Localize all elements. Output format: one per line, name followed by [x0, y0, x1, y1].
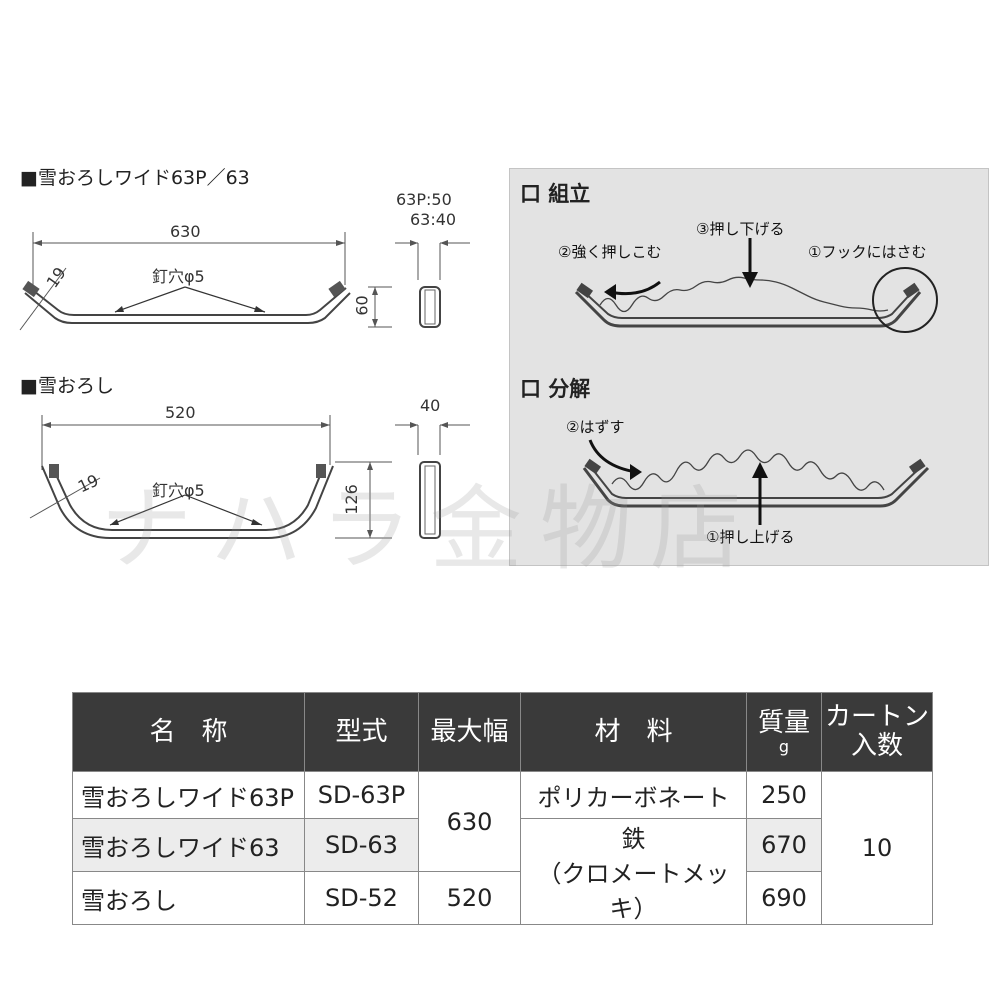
- disassemble-step-1: ①押し上げる: [706, 528, 795, 546]
- wide-side-top-label-2: 63:40: [410, 210, 457, 229]
- wide-section-title: ■雪おろしワイド63P／63: [20, 167, 250, 189]
- row3-name: 雪おろし: [72, 871, 305, 925]
- disassemble-step-2: ②はずす: [566, 418, 625, 436]
- spec-table: 名 称 型式 最大幅 材 料 質量 g カートン 入数 雪おろしワイド63P S…: [72, 692, 933, 925]
- material-iron-line2: （クロメートメッキ）: [537, 860, 730, 923]
- standard-nail-label: 釘穴φ5: [152, 481, 205, 500]
- row3-weight: 690: [746, 871, 822, 925]
- row2-weight: 670: [746, 818, 822, 872]
- row1-name: 雪おろしワイド63P: [72, 771, 305, 819]
- header-carton-line1: カートン: [824, 702, 929, 733]
- width-wide-cell: 630: [418, 771, 521, 872]
- material-poly-cell: ポリカーボネート: [520, 771, 747, 819]
- wide-width-label: 630: [170, 222, 201, 241]
- wide-nail-label: 釘穴φ5: [152, 267, 205, 286]
- table-row: 雪おろしワイド63P SD-63P 630 ポリカーボネート 250 10: [72, 771, 933, 925]
- row2-model: SD-63: [304, 818, 419, 872]
- header-weight-line1: 質量: [757, 707, 810, 738]
- header-weight-line2: g: [778, 736, 790, 756]
- row3-model: SD-52: [304, 871, 419, 925]
- header-max-width: 最大幅: [418, 692, 521, 772]
- material-iron-cell: 鉄 （クロメートメッキ）: [520, 818, 747, 925]
- shop-watermark: ナハラ金物店: [100, 476, 761, 583]
- standard-side-top-label: 40: [420, 396, 441, 415]
- assembly-panel: [509, 168, 989, 566]
- standard-width-label: 520: [165, 403, 196, 422]
- header-carton: カートン 入数: [821, 692, 933, 772]
- table-row: 雪おろしワイド63 SD-63 鉄 （クロメートメッキ） 670: [72, 818, 933, 925]
- header-model: 型式: [304, 692, 419, 772]
- material-iron-line1: 鉄: [621, 825, 646, 853]
- assemble-step-1: ①フックにはさむ: [808, 243, 927, 261]
- header-material: 材 料: [520, 692, 747, 772]
- header-weight: 質量 g: [746, 692, 822, 772]
- assemble-step-2: ②強く押しこむ: [558, 243, 662, 261]
- wide-side-top-label-1: 63P:50: [396, 190, 452, 209]
- disassemble-heading: 口 分解: [520, 377, 591, 401]
- row1-model: SD-63P: [304, 771, 419, 819]
- width-standard-cell: 520: [418, 871, 521, 925]
- spec-header-row: 名 称 型式 最大幅 材 料 質量 g カートン 入数: [72, 692, 933, 772]
- assemble-step-3: ③押し下げる: [696, 220, 785, 238]
- standard-section-title: ■雪おろし: [20, 375, 114, 397]
- header-name: 名 称: [72, 692, 305, 772]
- table-row: 雪おろし SD-52 520 690: [72, 871, 933, 925]
- header-carton-line2: 入数: [850, 731, 903, 761]
- carton-qty-cell: 10: [821, 771, 933, 925]
- row1-weight: 250: [746, 771, 822, 819]
- row2-name: 雪おろしワイド63: [72, 818, 305, 872]
- assemble-heading: 口 組立: [520, 182, 591, 206]
